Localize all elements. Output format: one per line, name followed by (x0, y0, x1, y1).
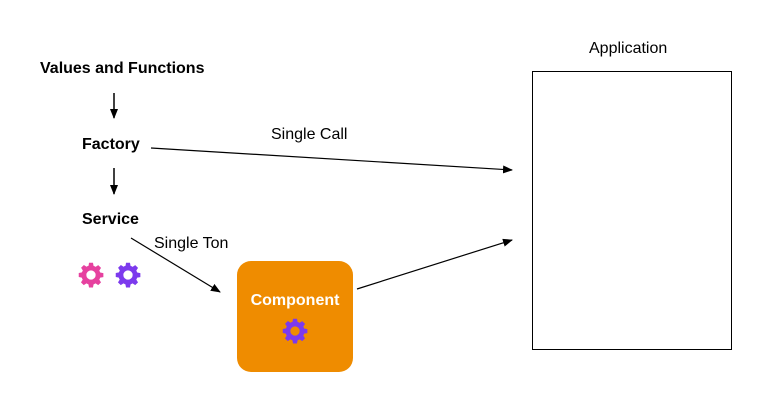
arrow-service-to-component (130, 237, 221, 293)
arrow-factory-to-application (150, 147, 513, 174)
edge-label-single-call: Single Call (271, 126, 348, 143)
component-label: Component (250, 291, 340, 309)
application-title: Application (589, 40, 668, 57)
application-box (532, 71, 732, 350)
component-gear-icon (281, 317, 309, 345)
component-node: Component (237, 261, 353, 372)
node-factory: Factory (82, 136, 140, 153)
node-values-and-functions: Values and Functions (40, 60, 205, 77)
service-gear-pink-icon (77, 261, 105, 289)
node-service: Service (82, 211, 139, 228)
arrow-component-to-application (356, 238, 513, 290)
edge-label-single-ton: Single Ton (154, 235, 229, 252)
service-gear-purple-icon (114, 261, 142, 289)
